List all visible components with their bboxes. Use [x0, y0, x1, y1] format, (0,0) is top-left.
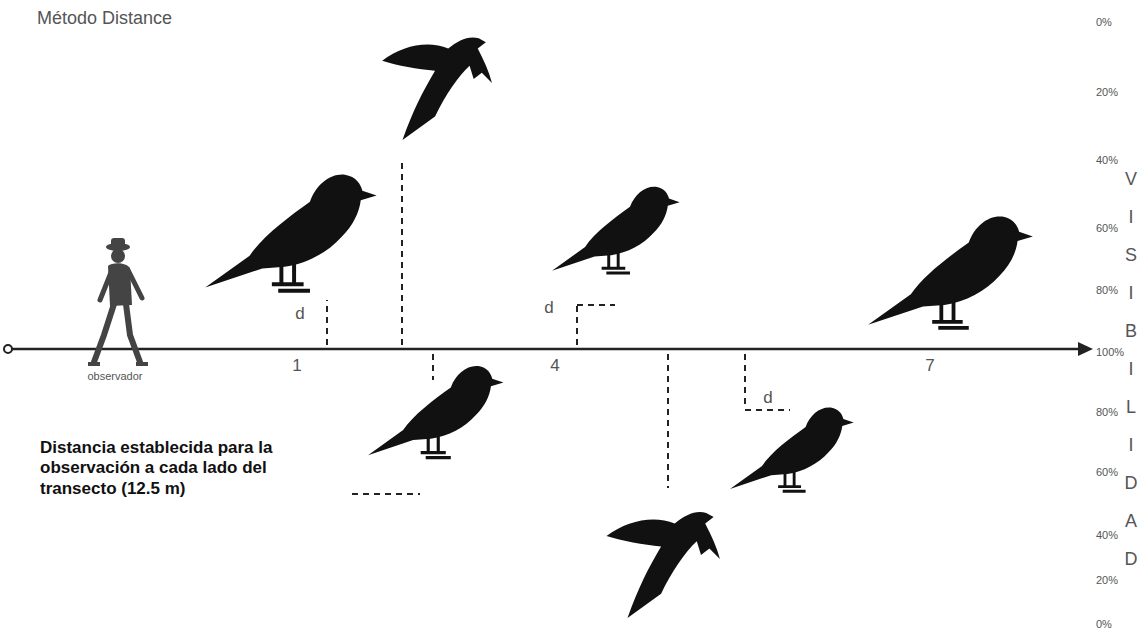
visibility-percent: 100%	[1096, 346, 1124, 359]
visibility-percent: 20%	[1096, 574, 1118, 587]
bird-silhouette	[552, 187, 680, 273]
caption-note: Distancia establecida para la observació…	[40, 438, 280, 499]
visibility-percent: 0%	[1096, 618, 1112, 631]
visibility-percent: 80%	[1096, 406, 1118, 419]
distance-lines	[327, 158, 790, 494]
bird-silhouette	[205, 175, 376, 291]
axis-title: VISIBILIDAD	[1124, 160, 1138, 578]
visibility-percent: 20%	[1096, 86, 1118, 99]
visibility-percent: 40%	[1096, 154, 1118, 167]
distance-label: d	[544, 298, 553, 318]
position-number: 7	[925, 356, 934, 376]
position-number: 1	[292, 356, 301, 376]
observer-figure	[88, 238, 148, 364]
transect-line	[8, 348, 1080, 351]
position-number: 4	[550, 356, 559, 376]
observer-label: observador	[87, 370, 142, 383]
distance-label: d	[763, 388, 772, 408]
bird-silhouette	[868, 216, 1033, 327]
visibility-percent: 0%	[1096, 16, 1112, 29]
bird-silhouette	[368, 366, 503, 458]
swallow-silhouette	[607, 512, 720, 618]
visibility-percent: 40%	[1096, 529, 1118, 542]
arrow-head	[1078, 342, 1093, 356]
diagram-title: Método Distance	[37, 8, 172, 29]
distance-label: d	[295, 304, 304, 324]
transect-start	[4, 345, 12, 353]
swallow-silhouette	[382, 37, 492, 140]
visibility-percent: 60%	[1096, 466, 1118, 479]
visibility-percent: 80%	[1096, 284, 1118, 297]
bird-silhouette	[730, 408, 854, 492]
visibility-percent: 60%	[1096, 222, 1118, 235]
